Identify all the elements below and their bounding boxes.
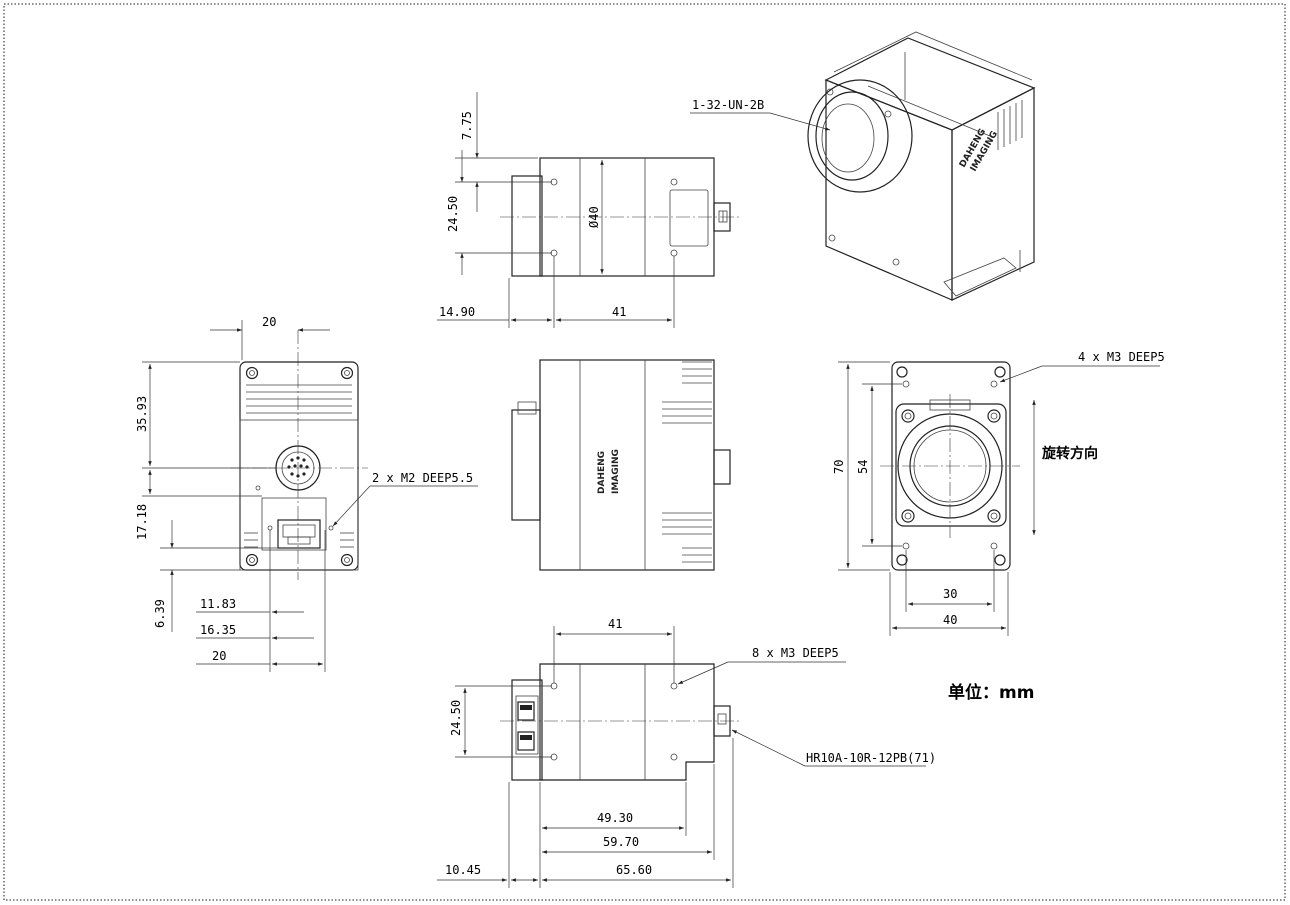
left-dim-20-bottom: 20 (212, 649, 226, 663)
left-dim-1718: 17.18 (135, 504, 149, 540)
left-dim-3593: 35.93 (135, 396, 149, 432)
left-view: 20 35.93 17.18 6.39 11.83 16.35 20 2 x M… (135, 315, 478, 672)
bottom-dim-2450: 24.50 (449, 700, 463, 736)
right-rotation-label: 旋转方向 (1041, 445, 1098, 462)
bottom-dim-5970: 59.70 (603, 835, 639, 849)
right-dim-30: 30 (943, 587, 957, 601)
top-dim-1490: 14.90 (439, 305, 475, 319)
units-label: 单位：mm (948, 682, 1034, 703)
right-dim-54: 54 (856, 460, 870, 474)
right-m3-label: 4 x M3 DEEP5 (1078, 350, 1165, 364)
bottom-m3-label: 8 x M3 DEEP5 (752, 646, 839, 660)
bottom-dim-6560: 65.60 (616, 863, 652, 877)
bottom-dim-4930: 49.30 (597, 811, 633, 825)
bottom-dim-41: 41 (608, 617, 622, 631)
left-dim-1635: 16.35 (200, 623, 236, 637)
front-logo-1: DAHENG (597, 451, 607, 494)
right-dim-40: 40 (943, 613, 957, 627)
front-logo-2: IMAGING (611, 449, 621, 494)
top-dim-phi40: Ø40 (587, 206, 601, 228)
left-dim-1183: 11.83 (200, 597, 236, 611)
left-m2-label: 2 x M2 DEEP5.5 (372, 471, 473, 485)
left-dim-20-top: 20 (262, 315, 276, 329)
bottom-dim-1045: 10.45 (445, 863, 481, 877)
front-view: DAHENG IMAGING (511, 359, 731, 571)
bottom-view: 41 24.50 8 x M3 DEEP5 HR10A-10R-12PB(71)… (437, 617, 936, 888)
top-view: Ø40 7.75 24.50 14.90 41 (437, 92, 742, 328)
bottom-connector-label: HR10A-10R-12PB(71) (806, 751, 936, 765)
top-dim-775: 7.75 (460, 111, 474, 140)
left-dim-639: 6.39 (153, 599, 167, 628)
sheet-border (3, 3, 1286, 901)
right-dim-70: 70 (832, 460, 846, 474)
top-dim-2450: 24.50 (446, 196, 460, 232)
iso-thread-label: 1-32-UN-2B (692, 98, 764, 112)
right-view: 70 54 30 40 旋转方向 4 x M3 DEEP5 (832, 350, 1165, 636)
top-dim-41: 41 (612, 305, 626, 319)
iso-view: DAHENG IMAGING 1-32-UN-2B (690, 31, 1036, 301)
